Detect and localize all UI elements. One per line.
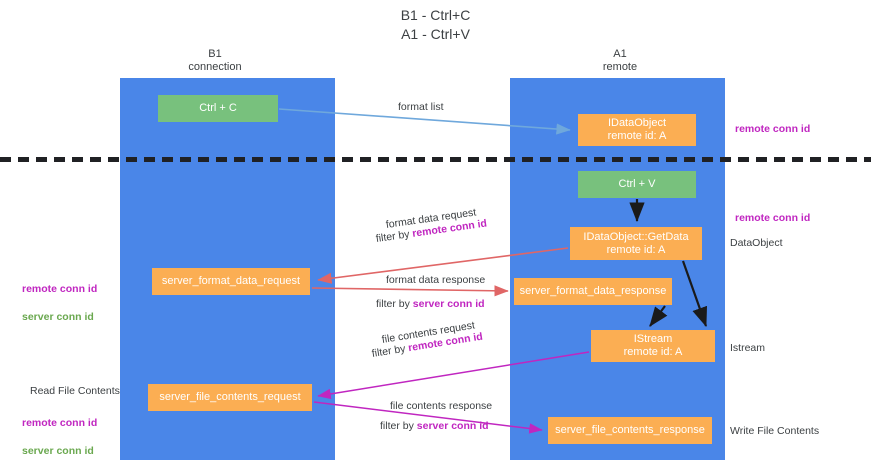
edge-label-format-data-response-filter: filter by server conn id [376, 298, 485, 311]
node-ctrl-c[interactable]: Ctrl + C [158, 95, 278, 122]
node-server-file-contents-response[interactable]: server_file_contents_response [548, 417, 712, 444]
page-title: B1 - Ctrl+C A1 - Ctrl+V [400, 7, 471, 42]
annotation-left-read-file-contents: Read File Contents [30, 385, 120, 397]
annotation-left-remote-conn-id-2: remote conn id [22, 417, 98, 429]
filter-server-conn-id: server conn id [416, 420, 489, 432]
annotation-left-conn-ids: remote conn id server conn id [22, 268, 97, 338]
node-server-format-data-request[interactable]: server_format_data_request [152, 268, 310, 295]
annotation-right-remote-conn-id-mid: remote conn id [735, 212, 811, 224]
node-server-file-contents-request[interactable]: server_file_contents_request [148, 384, 312, 411]
filter-server-conn-id: server conn id [412, 298, 485, 310]
node-idataobject[interactable]: IDataObject remote id: A [578, 114, 696, 146]
filter-prefix: filter by [376, 298, 413, 310]
edge-label-format-data-response: format data response [386, 274, 486, 286]
annotation-right-write-file-contents: Write File Contents [730, 425, 820, 437]
dashed-divider [0, 157, 871, 162]
annotation-right-remote-conn-id-top: remote conn id [735, 123, 811, 135]
annotation-right-istream: Istream [730, 342, 766, 354]
node-server-format-data-response[interactable]: server_format_data_response [514, 278, 672, 305]
annotation-left-remote-conn-id: remote conn id [22, 283, 98, 295]
edge-label-file-contents-response: file contents response [390, 400, 493, 412]
node-istream[interactable]: IStream remote id: A [591, 330, 715, 362]
filter-prefix: filter by [380, 420, 417, 432]
column-header-a1: A1 remote [602, 48, 638, 73]
edge-label-format-list: format list [398, 101, 444, 113]
node-idataobject-getdata[interactable]: IDataObject::GetData remote id: A [570, 227, 702, 260]
node-ctrl-v[interactable]: Ctrl + V [578, 171, 696, 198]
edge-label-file-contents-response-filter: filter by server conn id [380, 420, 489, 433]
annotation-left-conn-ids-2: remote conn id server conn id [22, 402, 97, 472]
annotation-left-server-conn-id: server conn id [22, 311, 94, 323]
annotation-right-dataobject: DataObject [730, 237, 783, 249]
column-header-b1: B1 connection [188, 48, 242, 73]
annotation-left-server-conn-id-2: server conn id [22, 445, 94, 457]
